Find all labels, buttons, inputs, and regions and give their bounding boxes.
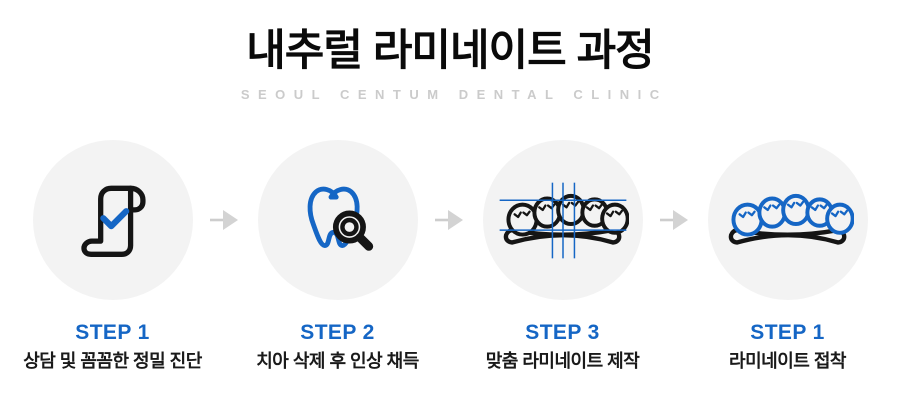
header: 내추럴 라미네이트 과정 SEOUL CENTUM DENTAL CLINIC [0,0,900,102]
arrow-right-icon [435,210,463,230]
step-1-circle [32,140,193,300]
step-4: STEP 1 라미네이트 접착 [675,140,900,372]
arrow-right-icon [660,210,688,230]
step-3-label: STEP 3 [525,321,600,344]
laminate-design-icon [499,182,629,258]
step-4-caption: 라미네이트 접착 [729,351,846,371]
step-2-caption: 치아 삭제 후 인상 채득 [256,351,419,371]
page-title: 내추럴 라미네이트 과정 [246,27,655,75]
steps-row: STEP 1 상담 및 꼼꼼한 정밀 진단 STEP 2 치아 삭제 후 인상 … [0,140,900,372]
step-2-circle [257,140,418,300]
tooth-magnifier-icon [307,186,373,251]
step-3-caption: 맞춤 라미네이트 제작 [485,351,640,371]
step-3: STEP 3 맞춤 라미네이트 제작 [450,140,675,372]
step-2-label: STEP 2 [300,321,375,344]
step-3-circle [482,140,643,300]
laminate-bond-icon [728,193,854,245]
step-2: STEP 2 치아 삭제 후 인상 채득 [225,140,450,372]
scroll-check-icon [80,185,146,257]
step-1-label: STEP 1 [75,321,150,344]
step-1: STEP 1 상담 및 꼼꼼한 정밀 진단 [0,140,225,372]
page-subtitle: SEOUL CENTUM DENTAL CLINIC [240,87,668,103]
arrow-right-icon [210,210,238,230]
step-4-label: STEP 1 [750,321,825,344]
step-1-caption: 상담 및 꼼꼼한 정밀 진단 [23,351,202,371]
step-4-circle [707,140,868,300]
